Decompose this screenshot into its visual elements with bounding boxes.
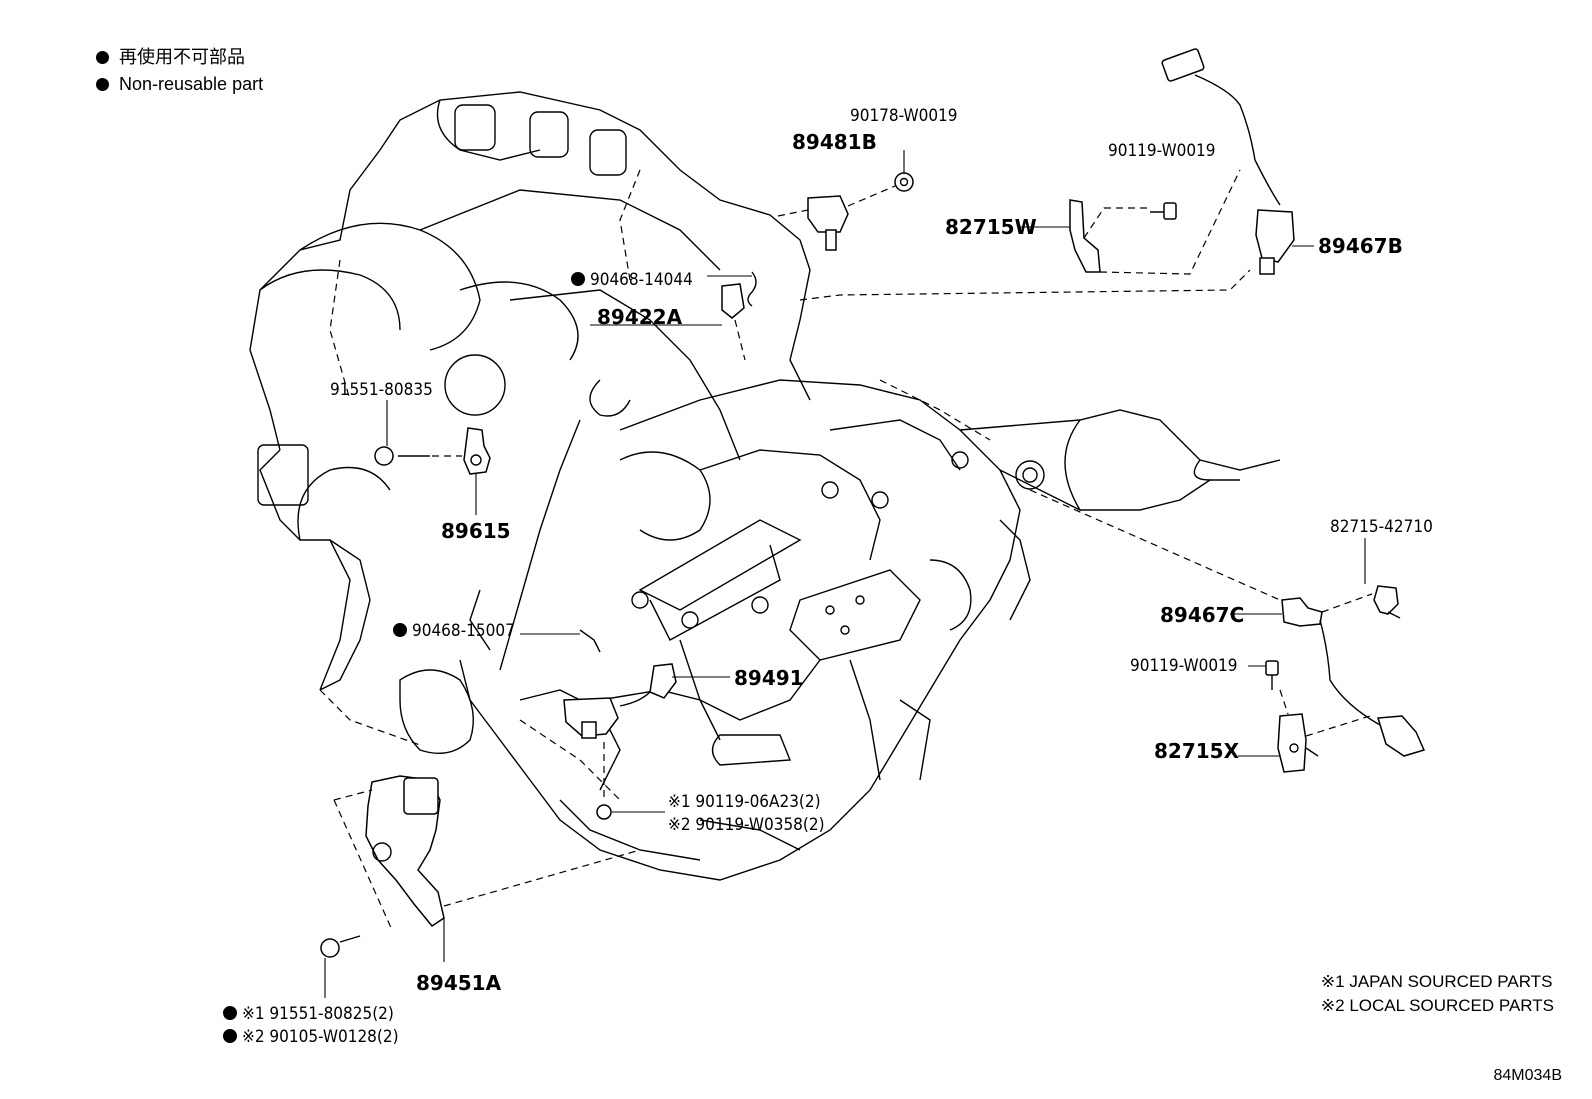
non-reusable-dot-icon <box>96 78 109 91</box>
part-labels: 90178-W0019 89481B 90119-W0019 82715W 89… <box>223 106 1433 1047</box>
label-90468-14044: 90468-14044 <box>590 270 693 290</box>
label-89615: 89615 <box>441 519 511 543</box>
non-reusable-dot-icon <box>571 272 585 286</box>
label-82715W: 82715W <box>945 215 1037 239</box>
label-91551-80835: 91551-80835 <box>330 380 433 400</box>
non-reusable-dot-icon <box>223 1006 237 1020</box>
label-90105-W0128: ※2 90105-W0128(2) <box>242 1027 399 1047</box>
legend-en-text: Non-reusable part <box>119 74 264 94</box>
label-90119-W0019-top: 90119-W0019 <box>1108 141 1216 161</box>
legend-row-en: Non-reusable part <box>96 71 263 98</box>
label-90119-W0358: ※2 90119-W0358(2) <box>668 815 825 835</box>
engine-outline <box>249 91 1281 881</box>
sensor-89467C <box>1281 597 1426 757</box>
legend-row-jp: 再使用不可部品 <box>96 44 263 71</box>
sourcing-notes: ※1 JAPAN SOURCED PARTS ※2 LOCAL SOURCED … <box>1321 970 1554 1018</box>
sensor-89491 <box>563 629 677 739</box>
note-local-sourced: ※2 LOCAL SOURCED PARTS <box>1320 996 1554 1015</box>
diagram-code: 84M034B <box>1493 1067 1563 1084</box>
bracket-82715X <box>1277 713 1319 773</box>
label-82715X: 82715X <box>1154 739 1240 763</box>
label-82715-42710: 82715-42710 <box>1330 517 1433 537</box>
label-89451A: 89451A <box>416 971 502 995</box>
label-90119-06A23: ※1 90119-06A23(2) <box>668 792 821 812</box>
non-reusable-dot-icon <box>96 51 109 64</box>
legend: 再使用不可部品 Non-reusable part <box>96 44 263 98</box>
legend-jp-text: 再使用不可部品 <box>119 47 245 67</box>
sensor-89422A <box>721 271 757 361</box>
sensor-89467B <box>1161 48 1295 275</box>
clip-82715-42710 <box>1373 585 1401 619</box>
bolt-90119-right <box>1265 660 1279 690</box>
non-reusable-dot-icon <box>393 623 407 637</box>
label-89491: 89491 <box>734 666 804 690</box>
non-reusable-dot-icon <box>223 1029 237 1043</box>
switch-89451A <box>320 775 445 958</box>
sensor-89481B <box>807 195 849 251</box>
label-89481B: 89481B <box>792 130 877 154</box>
note-japan-sourced: ※1 JAPAN SOURCED PARTS <box>1320 972 1553 991</box>
label-91551-80825: ※1 91551-80825(2) <box>242 1004 394 1024</box>
label-90119-W0019-right: 90119-W0019 <box>1130 656 1238 676</box>
label-89422A: 89422A <box>597 305 683 329</box>
nut-90178 <box>894 172 914 192</box>
label-89467B: 89467B <box>1318 234 1403 258</box>
bolt-90119-top <box>1150 202 1177 220</box>
label-90178-W0019: 90178-W0019 <box>850 106 958 126</box>
label-90468-15007: 90468-15007 <box>412 621 515 641</box>
bolt-90119-06A23 <box>596 742 612 820</box>
sensor-89615 <box>374 427 491 475</box>
leader-lines <box>324 150 1373 998</box>
label-89467C: 89467C <box>1160 603 1244 627</box>
